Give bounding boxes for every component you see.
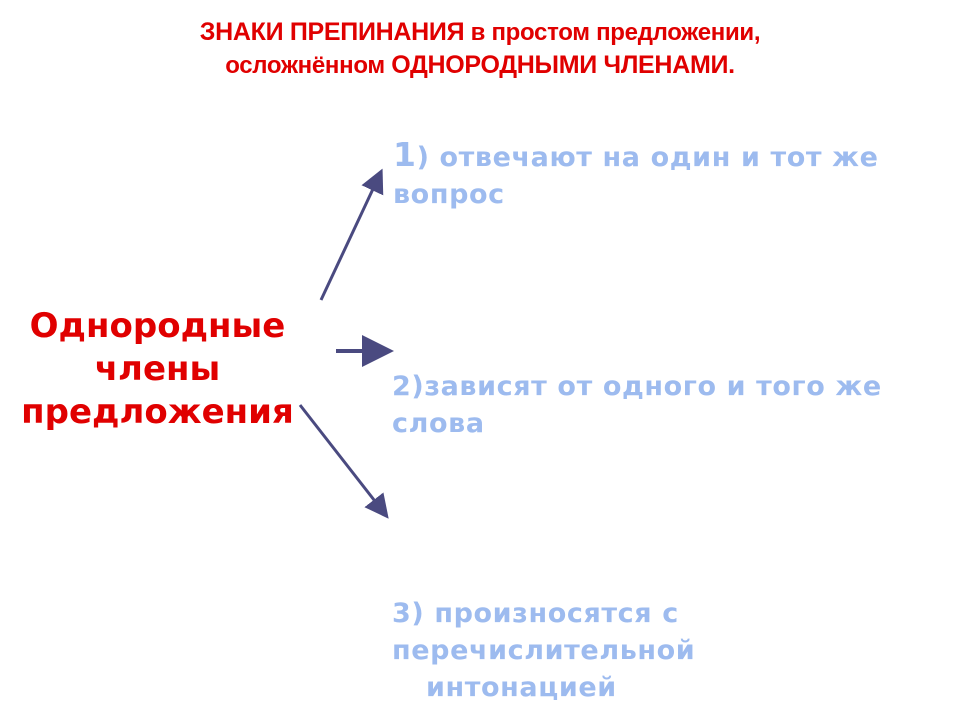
item-text: вопрос	[393, 179, 505, 210]
concept-line: предложения	[21, 392, 294, 432]
item-text: перечислительной	[392, 635, 696, 666]
title-rest-2: осложнённом	[225, 52, 392, 79]
item-text: слова	[392, 408, 485, 439]
title-rest-1: в простом предложении,	[464, 19, 761, 46]
item-text: интонацией	[426, 672, 617, 703]
feature-item-1: 1) отвечают на один и тот же вопрос	[393, 136, 960, 213]
slide-title: ЗНАКИ ПРЕПИНАНИЯ в простом предложении, …	[0, 16, 960, 82]
item-text: 2)зависят от одного и того же	[392, 371, 882, 402]
title-line-2: осложнённом ОДНОРОДНЫМИ ЧЛЕНАМИ.	[0, 49, 960, 82]
item-text: ) отвечают на один и тот же	[416, 142, 879, 173]
feature-item-2: 2)зависят от одного и того же слова	[392, 368, 960, 442]
central-concept: Однородные члены предложения	[0, 305, 315, 434]
item-number: 1	[393, 135, 417, 174]
arrow-up-icon	[319, 168, 384, 301]
item-text: 3) произносятся с	[392, 598, 679, 629]
title-caps-2: ОДНОРОДНЫМИ ЧЛЕНАМИ.	[391, 51, 735, 79]
concept-line: Однородные	[29, 306, 286, 346]
feature-item-3: 3) произносятся с перечислительной интон…	[392, 595, 952, 706]
title-caps-1: ЗНАКИ ПРЕПИНАНИЯ	[199, 18, 465, 46]
concept-line: члены	[94, 349, 221, 389]
arrow-down-icon	[298, 404, 389, 519]
title-line-1: ЗНАКИ ПРЕПИНАНИЯ в простом предложении,	[0, 16, 960, 49]
